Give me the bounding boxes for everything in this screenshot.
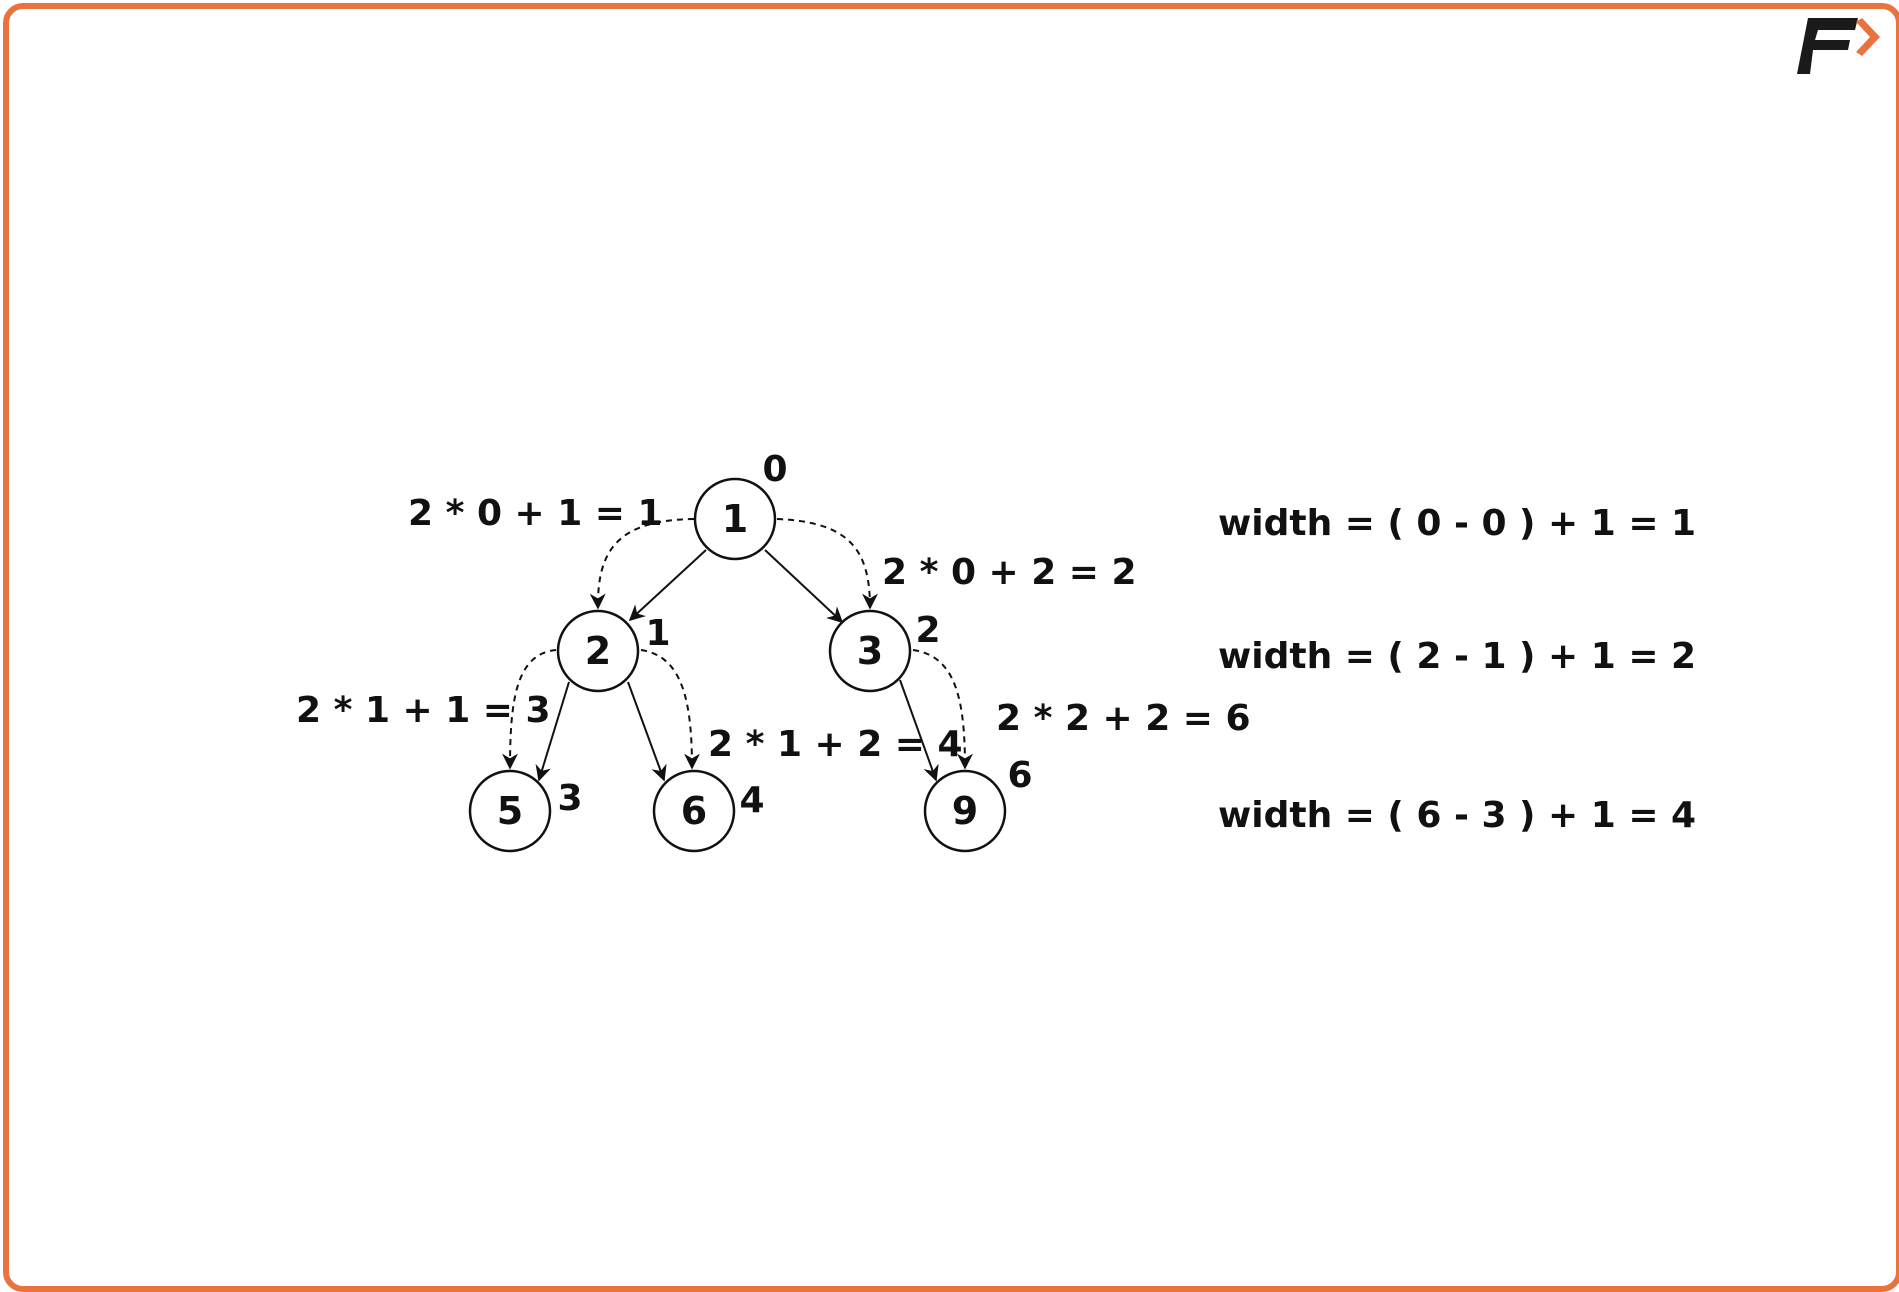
node-value: 1 <box>722 497 748 541</box>
node-index: 2 <box>915 610 940 651</box>
formula-label: 2 * 1 + 2 = 4 <box>708 724 963 765</box>
edge-1-2 <box>628 549 707 622</box>
node-value: 2 <box>585 629 611 673</box>
node-index: 3 <box>557 778 582 819</box>
width-label: width = ( 6 - 3 ) + 1 = 4 <box>1218 795 1696 836</box>
node-index: 1 <box>645 613 670 654</box>
formula-label: 2 * 0 + 2 = 2 <box>882 552 1137 593</box>
tree-node: 2 1 <box>556 609 671 693</box>
node-value: 9 <box>952 789 978 833</box>
tree-node: 3 2 <box>828 609 941 693</box>
tree-node: 9 6 <box>923 755 1033 853</box>
formula-label: 2 * 0 + 1 = 1 <box>408 493 663 534</box>
width-label: width = ( 2 - 1 ) + 1 = 2 <box>1218 636 1696 677</box>
index-arrow-right-1 <box>640 649 700 770</box>
edge-2-6 <box>627 681 667 782</box>
tree-node: 6 4 <box>652 769 765 853</box>
node-value: 6 <box>681 789 707 833</box>
edge-3-9 <box>899 679 939 782</box>
tree-node: 1 0 <box>693 449 788 561</box>
index-arrow-right-2 <box>912 649 973 770</box>
edge-2-5 <box>535 681 570 782</box>
node-value: 5 <box>497 789 523 833</box>
node-value: 3 <box>857 629 883 673</box>
node-index: 0 <box>762 449 787 490</box>
node-index: 6 <box>1007 755 1032 796</box>
width-label: width = ( 0 - 0 ) + 1 = 1 <box>1218 503 1696 544</box>
index-arrow-left-1 <box>502 649 557 770</box>
node-index: 4 <box>739 780 764 821</box>
index-arrow-left-0 <box>589 518 695 610</box>
formula-label: 2 * 1 + 1 = 3 <box>296 690 551 731</box>
brand-logo-icon <box>1797 18 1880 74</box>
edge-1-3 <box>764 549 844 624</box>
formula-label: 2 * 2 + 2 = 6 <box>996 698 1251 739</box>
index-arrow-right-0 <box>776 518 878 610</box>
tree-node: 5 3 <box>468 769 583 853</box>
